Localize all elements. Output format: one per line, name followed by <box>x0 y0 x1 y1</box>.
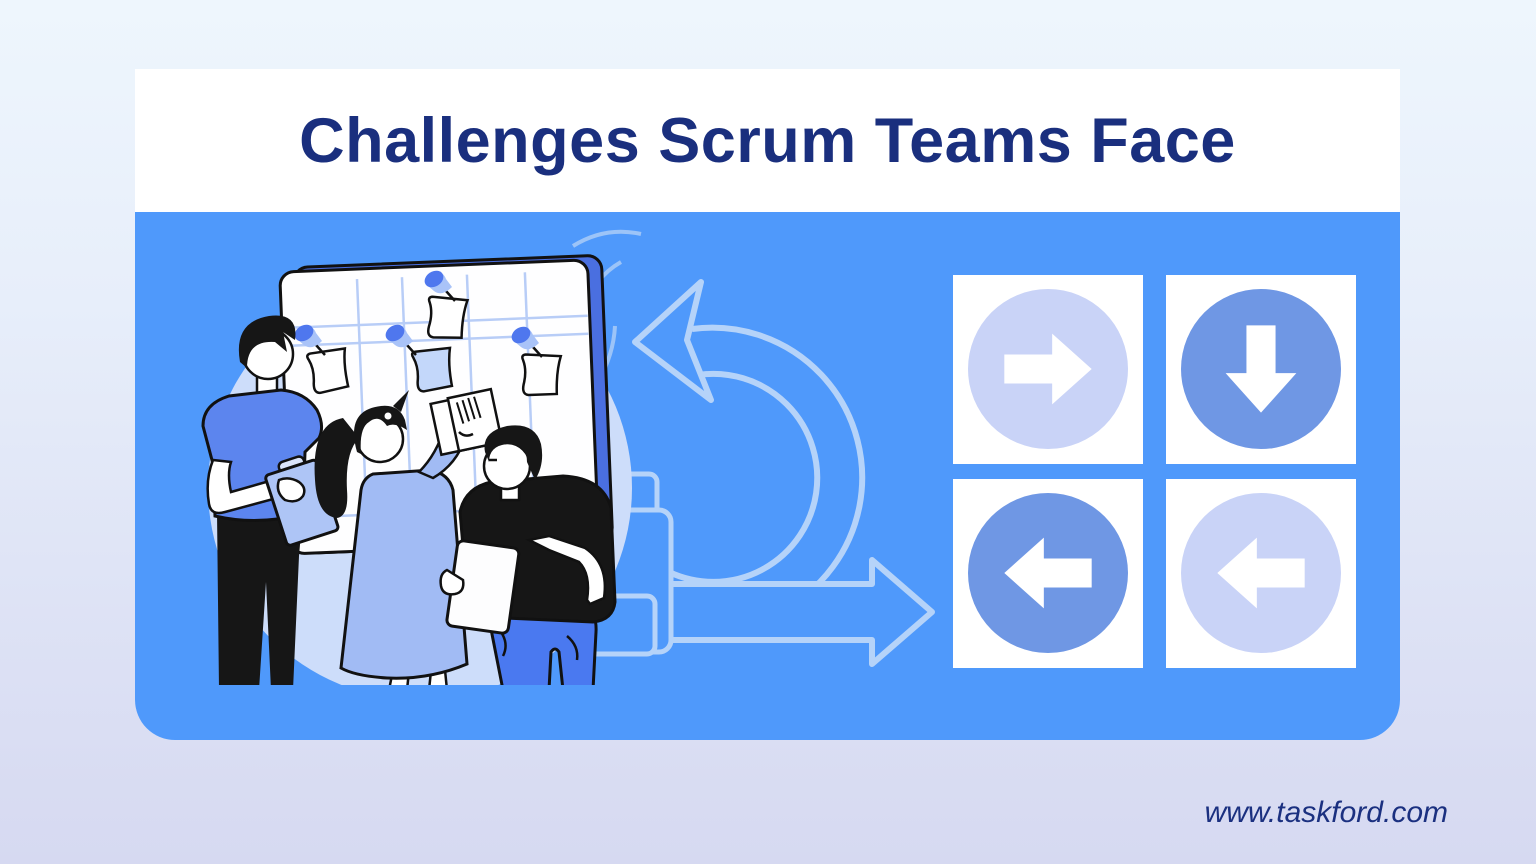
arrow-tile-4 <box>1166 479 1356 668</box>
arrow-right-icon <box>1004 333 1092 405</box>
arrow-tile-1 <box>953 275 1143 464</box>
arrow-circle-light <box>1181 493 1341 653</box>
arrow-left-icon <box>1217 537 1305 609</box>
person-woman <box>314 387 504 685</box>
arrow-circle-medium <box>1181 289 1341 449</box>
arrow-circle-medium <box>968 493 1128 653</box>
scrum-team-illustration <box>201 229 935 685</box>
arrow-circle-light <box>968 289 1128 449</box>
person-tablet <box>439 425 617 685</box>
website-url: www.taskford.com <box>1204 796 1448 829</box>
page-title: Challenges Scrum Teams Face <box>299 105 1236 176</box>
arrow-tile-2 <box>1166 275 1356 464</box>
content-card: Challenges Scrum Teams Face <box>135 69 1400 740</box>
sprint-cycle-arrow <box>602 279 935 667</box>
blue-panel <box>135 212 1400 740</box>
arrow-left-icon <box>1004 537 1092 609</box>
title-bar: Challenges Scrum Teams Face <box>135 69 1400 212</box>
arrow-tile-3 <box>953 479 1143 668</box>
arrow-down-icon <box>1225 325 1297 413</box>
